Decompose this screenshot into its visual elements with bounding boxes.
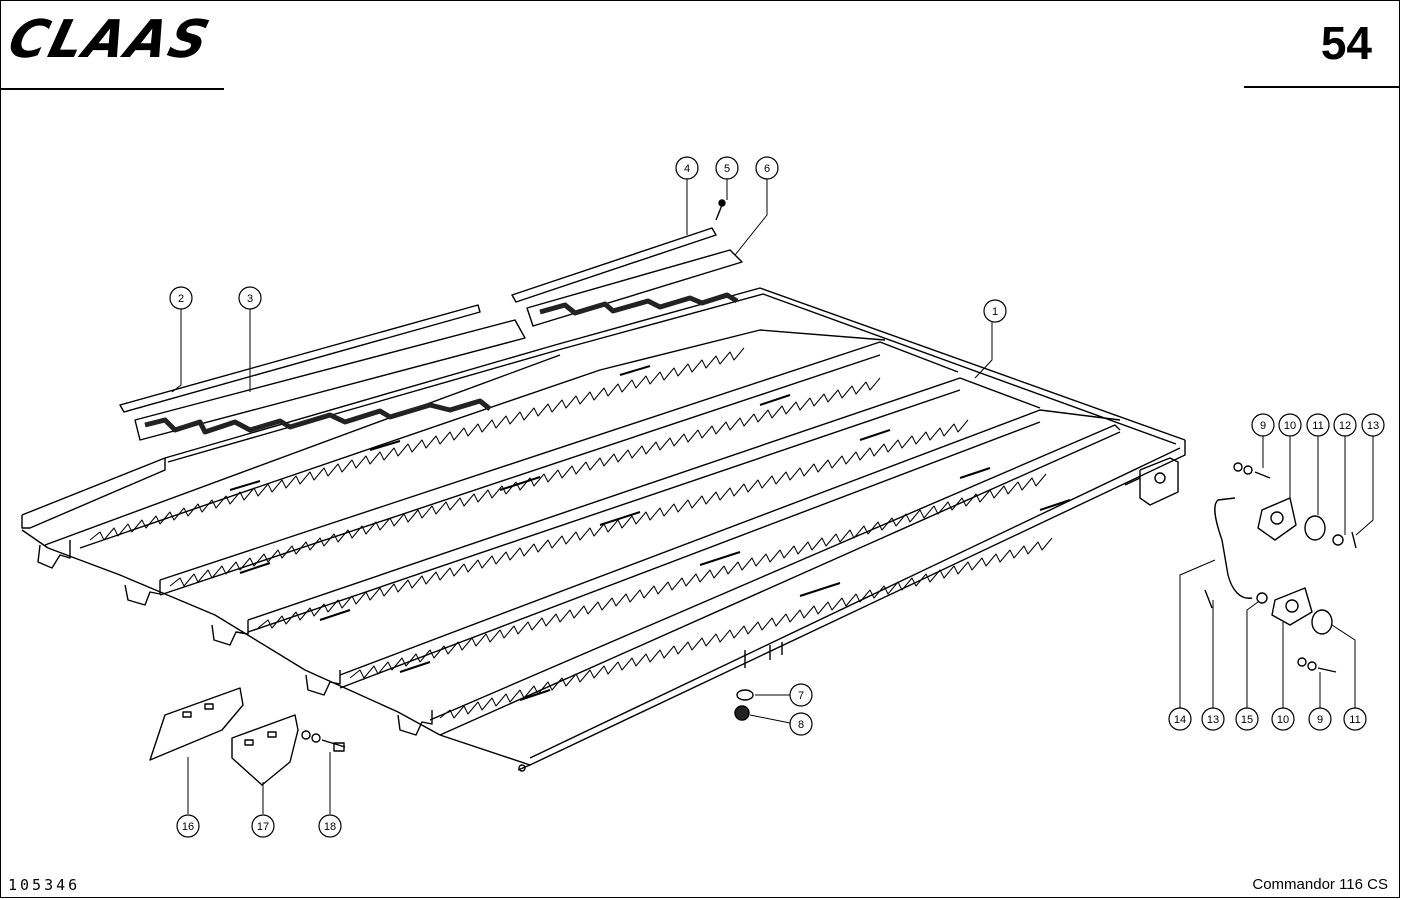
sieve-frame-assembly (21, 287, 1186, 772)
callout-18: 18 (318, 814, 342, 838)
callout-13-bottom: 13 (1201, 707, 1225, 731)
leader-lines (171, 179, 1374, 814)
model-name: Commandor 116 CS (1252, 876, 1388, 893)
retaining-strip-right (511, 227, 717, 303)
svg-text:7: 7 (798, 690, 804, 702)
rubber-seal-right (526, 249, 743, 327)
svg-text:11: 11 (1312, 420, 1323, 432)
callout-9-bottom: 9 (1308, 707, 1332, 731)
svg-text:5: 5 (724, 163, 730, 175)
svg-text:2: 2 (178, 293, 184, 305)
svg-text:16: 16 (182, 821, 194, 833)
drawing-number: 105346 (8, 876, 81, 894)
svg-text:13: 13 (1367, 420, 1379, 432)
callout-9-top: 9 (1251, 413, 1275, 437)
callout-5: 5 (715, 156, 739, 180)
callout-11-bottom: 11 (1343, 707, 1367, 731)
svg-text:10: 10 (1284, 420, 1296, 432)
rubber-seal-left (134, 319, 526, 441)
callout-balloons: 1 2 3 4 5 6 7 8 9 10 11 12 13 14 13 15 1… (169, 156, 1385, 838)
callout-7: 7 (789, 683, 813, 707)
screw-part-5 (715, 199, 726, 221)
header-rule-left (0, 88, 224, 90)
callout-16: 16 (176, 814, 200, 838)
sawtooth-strips (89, 347, 1053, 719)
callout-6: 6 (755, 156, 779, 180)
callout-2: 2 (169, 286, 193, 310)
svg-text:1: 1 (992, 306, 998, 318)
svg-text:6: 6 (764, 163, 770, 175)
svg-text:17: 17 (257, 821, 269, 833)
callout-10-bottom: 10 (1271, 707, 1295, 731)
callout-8: 8 (789, 712, 813, 736)
svg-text:10: 10 (1277, 714, 1289, 726)
svg-text:11: 11 (1349, 714, 1360, 726)
svg-text:13: 13 (1207, 714, 1219, 726)
bolt-part-18 (301, 730, 346, 752)
callout-15: 15 (1235, 707, 1259, 731)
bracket-part-16 (149, 687, 244, 761)
svg-text:14: 14 (1174, 714, 1186, 726)
page-number: 54 (1320, 17, 1372, 69)
header-rule-right (1244, 86, 1400, 88)
callout-11-top: 11 (1306, 413, 1330, 437)
lever-assembly (1204, 462, 1357, 673)
callout-1: 1 (983, 299, 1007, 323)
svg-text:12: 12 (1339, 420, 1351, 432)
washer-nut-parts-7-8 (734, 689, 754, 721)
svg-text:15: 15 (1241, 714, 1253, 726)
callout-13-top: 13 (1361, 413, 1385, 437)
bracket-part-17 (231, 714, 299, 786)
callout-14: 14 (1168, 707, 1192, 731)
callout-12: 12 (1333, 413, 1357, 437)
svg-text:8: 8 (798, 719, 804, 731)
svg-text:9: 9 (1260, 420, 1266, 432)
svg-text:18: 18 (324, 821, 336, 833)
svg-text:3: 3 (247, 293, 253, 305)
svg-text:4: 4 (684, 163, 690, 175)
strip-slots (229, 365, 1071, 701)
retaining-strip-left (119, 304, 481, 413)
callout-17: 17 (251, 814, 275, 838)
svg-text:9: 9 (1317, 714, 1323, 726)
callout-3: 3 (238, 286, 262, 310)
callout-10-top: 10 (1278, 413, 1302, 437)
callout-4: 4 (675, 156, 699, 180)
